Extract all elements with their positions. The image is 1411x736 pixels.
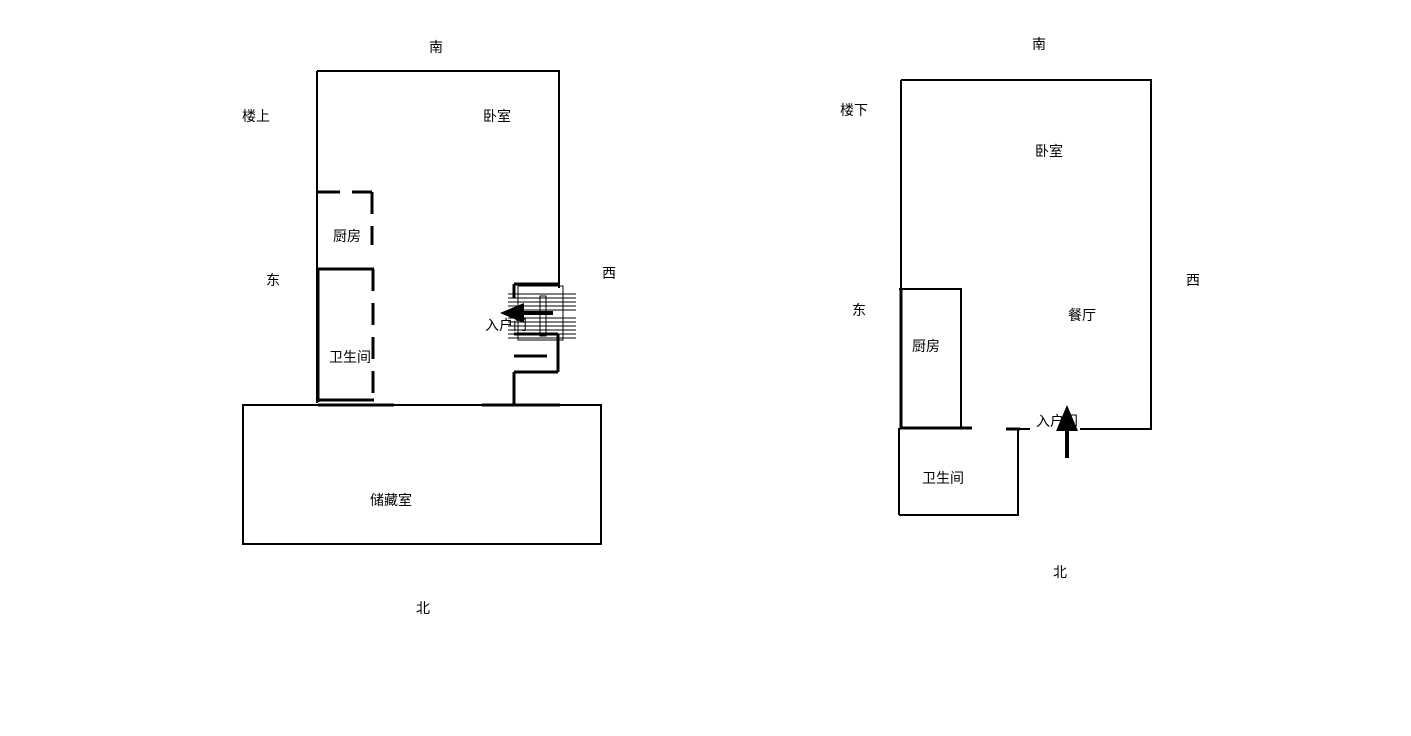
- lower-floor-plan: 楼下 南 北 东 西 卧室 餐厅 厨房 卫生间 入户门: [840, 37, 1200, 581]
- upper-storage-walls: [242, 404, 602, 545]
- upper-room-storage: 储藏室: [370, 492, 412, 509]
- upper-kitchen-walls: [317, 190, 374, 271]
- lower-floor-title: 楼下: [840, 103, 868, 119]
- upper-floor-plan: 楼上 南 北 东 西 卧室 厨房 卫生间 储藏室 入户门: [242, 40, 616, 617]
- lower-bathroom-walls: [898, 427, 1030, 516]
- lower-direction-south: 南: [1032, 37, 1046, 53]
- lower-room-dining: 餐厅: [1068, 308, 1096, 324]
- upper-direction-west: 西: [602, 266, 616, 282]
- lower-direction-west: 西: [1186, 273, 1200, 289]
- upper-room-bathroom: 卫生间: [329, 350, 371, 366]
- lower-room-bathroom: 卫生间: [922, 471, 964, 487]
- lower-room-kitchen: 厨房: [912, 339, 940, 355]
- upper-room-kitchen: 厨房: [333, 229, 361, 245]
- stair-hatching: [508, 285, 576, 341]
- upper-direction-north: 北: [416, 601, 430, 617]
- upper-floor-title: 楼上: [242, 109, 270, 125]
- lower-direction-north: 北: [1053, 565, 1067, 581]
- lower-room-bedroom: 卧室: [1035, 143, 1063, 160]
- upper-bathroom-walls: [316, 269, 375, 402]
- upper-entrance-arrow-icon: [500, 303, 553, 323]
- lower-kitchen-walls: [899, 288, 972, 430]
- upper-direction-east: 东: [266, 273, 280, 289]
- lower-room-entrance: 入户门: [1036, 413, 1078, 430]
- lower-entrance-arrow-icon: [1056, 405, 1078, 458]
- upper-direction-south: 南: [429, 40, 443, 56]
- upper-room-entrance: 入户门: [485, 317, 527, 334]
- lower-direction-east: 东: [852, 303, 866, 319]
- upper-room-bedroom: 卧室: [483, 108, 511, 125]
